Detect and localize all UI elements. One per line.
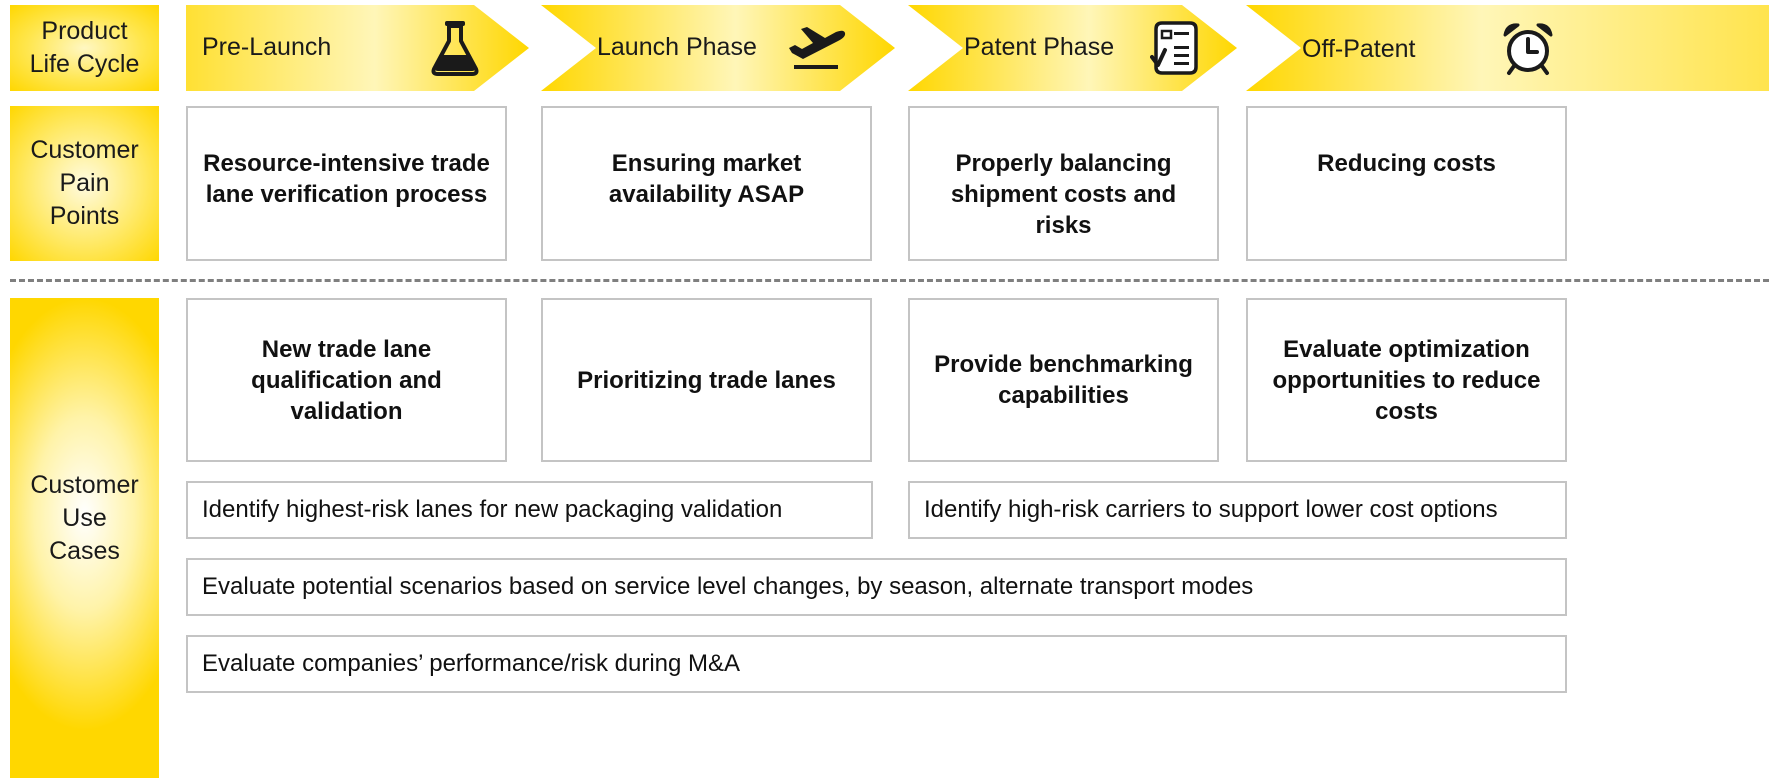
row-label-line: Customer <box>30 136 139 164</box>
row-label-product-life-cycle: Product Life Cycle <box>10 5 159 91</box>
use-case-bar-text: Evaluate potential scenarios based on se… <box>202 573 1254 600</box>
pain-point-box-patent: Properly balancing shipment costs and ri… <box>908 106 1219 261</box>
pain-point-text: Ensuring market availability ASAP <box>608 150 805 208</box>
row-label-line: Customer <box>30 470 139 499</box>
row-label-line: Use <box>62 503 107 532</box>
pain-point-text: Reducing costs <box>1317 150 1496 177</box>
phase-chevron-launch <box>541 5 895 91</box>
flask-icon <box>431 21 479 76</box>
phase-label-off-patent: Off-Patent <box>1302 35 1416 63</box>
phase-label-patent: Patent Phase <box>964 33 1115 61</box>
use-case-box-patent: Provide benchmarking capabilities <box>908 298 1219 462</box>
row-label-customer-use-cases: Customer Use Cases <box>10 298 159 778</box>
row-label-customer-pain-points: Customer Pain Points <box>10 106 159 261</box>
use-case-text: Evaluate optimization opportunities to r… <box>1272 335 1541 425</box>
use-case-box-off-patent: Evaluate optimization opportunities to r… <box>1246 298 1567 462</box>
pain-point-text: Properly balancing shipment costs and ri… <box>950 150 1177 239</box>
use-case-bar-packaging-validation: Identify highest-risk lanes for new pack… <box>186 481 873 539</box>
row-label-line: Cases <box>49 536 120 565</box>
document-checklist-icon <box>1150 21 1198 75</box>
pain-point-text: Resource-intensive trade lane verificati… <box>203 150 490 208</box>
row-label-line: Product <box>41 17 128 45</box>
use-case-text: Prioritizing trade lanes <box>577 366 836 394</box>
pain-point-box-pre-launch: Resource-intensive trade lane verificati… <box>186 106 507 261</box>
use-case-bar-m-and-a: Evaluate companies’ performance/risk dur… <box>186 635 1567 693</box>
pain-point-box-off-patent: Reducing costs <box>1246 106 1567 261</box>
row-label-line: Pain <box>59 169 110 197</box>
use-case-bar-scenarios: Evaluate potential scenarios based on se… <box>186 558 1567 616</box>
use-case-bar-text: Evaluate companies’ performance/risk dur… <box>202 650 741 677</box>
phase-label-launch: Launch Phase <box>597 33 757 61</box>
pain-point-box-launch: Ensuring market availability ASAP <box>541 106 872 261</box>
section-divider <box>10 279 1769 282</box>
row-label-line: Points <box>49 202 120 230</box>
phase-label-pre-launch: Pre-Launch <box>202 33 332 61</box>
use-case-text: New trade lane qualification and validat… <box>251 335 442 425</box>
airplane-takeoff-icon <box>789 27 846 69</box>
use-case-box-pre-launch: New trade lane qualification and validat… <box>186 298 507 462</box>
phase-chevron-pre-launch <box>186 5 529 91</box>
use-case-box-launch: Prioritizing trade lanes <box>541 298 872 462</box>
use-case-text: Provide benchmarking capabilities <box>934 351 1193 409</box>
alarm-clock-icon <box>1503 23 1553 75</box>
use-case-bar-text: Identify highest-risk lanes for new pack… <box>202 496 783 523</box>
use-case-bar-high-risk-carriers: Identify high-risk carriers to support l… <box>908 481 1567 539</box>
use-case-bar-text: Identify high-risk carriers to support l… <box>924 496 1498 523</box>
row-label-line: Life Cycle <box>29 50 140 78</box>
